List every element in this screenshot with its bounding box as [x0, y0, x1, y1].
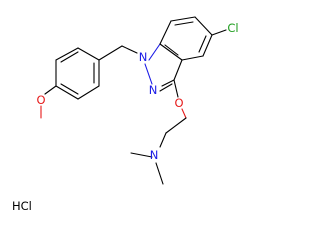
ethylamine-chain — [130, 79, 187, 185]
molecule-structure: N N Cl O O N HCl — [12, 16, 239, 213]
ether-oxygen-label: O — [174, 96, 183, 110]
pyrazole-ring — [144, 43, 183, 92]
benzyl-linker — [98, 45, 138, 61]
methoxy-oxygen-label: O — [36, 93, 45, 107]
amine-nitrogen-label: N — [150, 148, 159, 162]
methoxy-group — [40, 85, 57, 119]
methoxyphenyl-ring — [55, 47, 100, 100]
n1-atom-label: N — [139, 50, 148, 64]
n2-atom-label: N — [149, 83, 158, 97]
chlorine-atom-label: Cl — [227, 21, 238, 35]
salt-label: HCl — [12, 199, 32, 213]
benzene-ring — [159, 16, 213, 61]
